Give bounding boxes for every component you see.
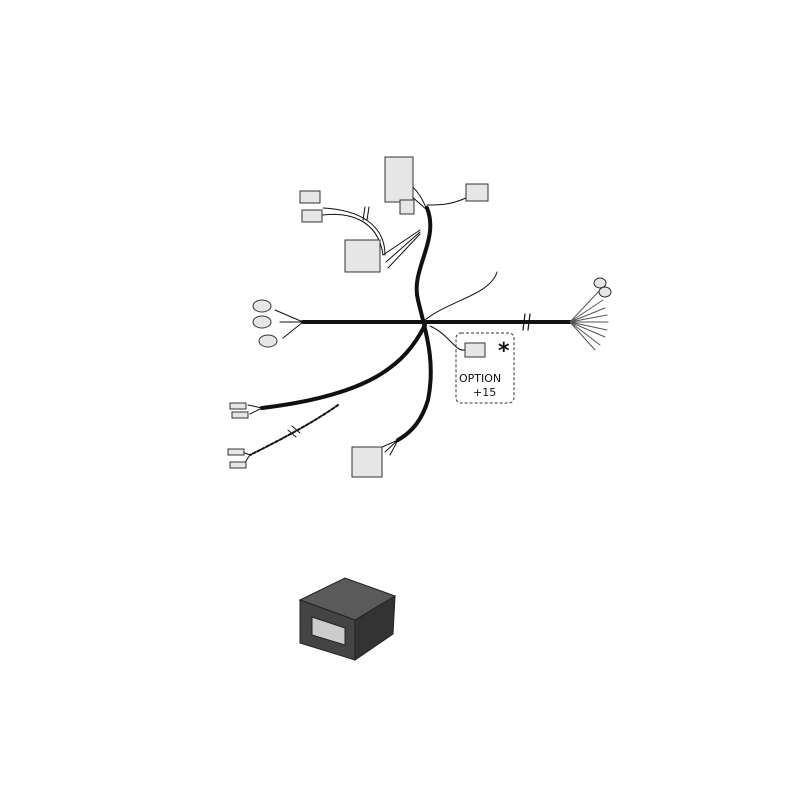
dual-connector-wire [322,213,384,256]
connector-small-2 [301,209,323,223]
ring-terminal-icon [593,277,607,289]
multi-pin-connector-top [384,156,414,203]
vertical-trunk-wire [396,206,433,442]
twisted-pair-wire [249,404,339,456]
spade-terminal [229,461,247,469]
ring-terminal-icon [252,299,272,313]
connectors [227,156,612,478]
bottom-multi-pin-connector [351,446,383,478]
connector-latch [399,199,415,215]
spade-terminal [229,402,247,410]
relay-connector [344,239,381,273]
ring-terminal-icon [252,315,272,329]
connector-right-top [465,183,489,202]
lower-left-trunk-wire [260,323,427,410]
option-dashed-frame [455,332,515,404]
loose-wire [424,271,498,321]
ring-terminal-icon [598,286,612,298]
option-wire [429,325,466,351]
harness-wires [241,179,609,465]
module-pin-header [311,616,346,646]
control-module [298,577,397,661]
connector-small-1 [299,190,321,204]
option-value: +15 [473,386,496,399]
spade-terminal [231,411,249,419]
dual-connector-wire [322,207,386,256]
option-box: * OPTION +15 [455,332,515,404]
option-asterisk: * [498,339,510,364]
option-label: OPTION [459,372,501,385]
ring-terminal-icon [258,334,278,348]
option-connector [464,342,486,358]
spade-terminal [227,448,245,456]
